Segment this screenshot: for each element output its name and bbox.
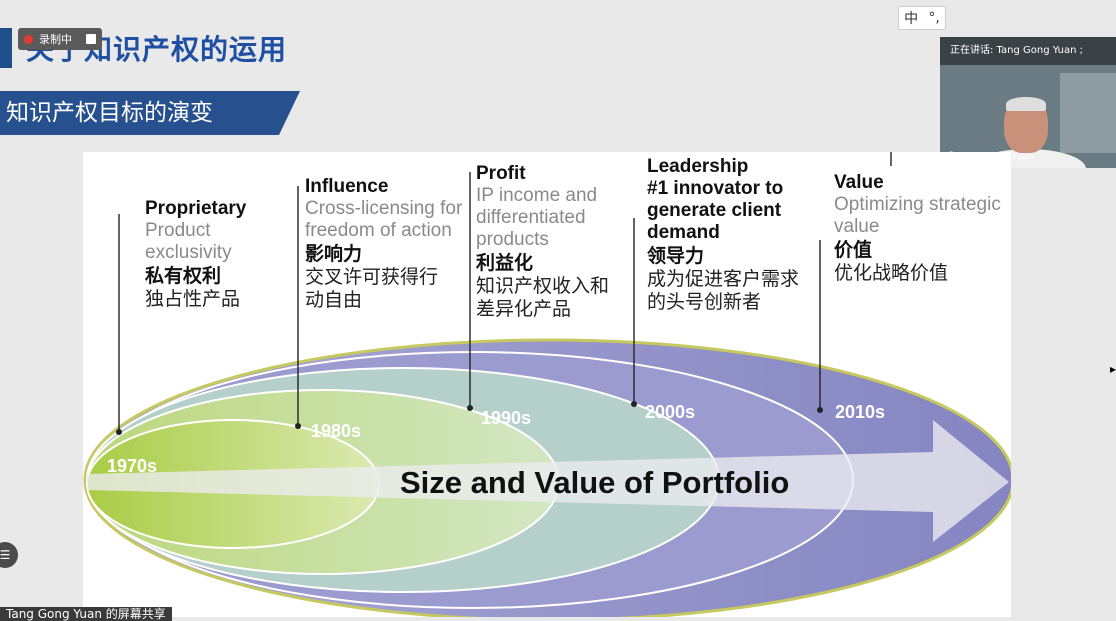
- stage-en-desc: Cross-licensing for freedom of action: [305, 198, 463, 241]
- stage-profit: Profit IP income and differentiated prod…: [476, 163, 628, 321]
- stage-zh-desc: 知识产权收入和差异化产品: [476, 275, 610, 320]
- stage-proprietary: Proprietary Product exclusivity 私有权利 独占性…: [145, 198, 295, 311]
- stage-zh-title: 领导力: [647, 245, 705, 267]
- stage-en-desc: Product exclusivity: [145, 220, 232, 263]
- stage-zh-title: 私有权利: [145, 265, 222, 287]
- decade-label-1990s: 1990s: [481, 408, 531, 428]
- stage-en-title: Profit: [476, 163, 526, 184]
- stage-en-title: Value: [834, 172, 884, 193]
- decade-label-1980s: 1980s: [311, 421, 361, 441]
- portfolio-diagram: 1970s 1980s 1990s 2000s 2010s Size and V…: [83, 152, 1011, 617]
- stage-en-desc: Optimizing strategic value: [834, 194, 1001, 237]
- recording-indicator[interactable]: 录制中: [18, 28, 102, 50]
- stage-influence: Influence Cross-licensing for freedom of…: [305, 176, 467, 312]
- stage-en-bold: #1 innovator to generate client demand: [647, 178, 784, 243]
- stage-zh-title: 利益化: [476, 252, 534, 274]
- screen-share-label: Tang Gong Yuan 的屏幕共享: [0, 607, 172, 621]
- video-background: [1060, 73, 1116, 153]
- stage-en-title: Leadership: [647, 156, 749, 177]
- video-person-hair: [1006, 97, 1046, 111]
- decade-label-2000s: 2000s: [645, 402, 695, 422]
- portfolio-center-label: Size and Value of Portfolio: [400, 465, 789, 500]
- record-dot-icon: [24, 34, 33, 44]
- menu-icon[interactable]: ☰: [0, 542, 18, 568]
- stage-zh-title: 影响力: [305, 243, 363, 265]
- stage-value: Value Optimizing strategic value 价值 优化战略…: [834, 172, 1002, 285]
- stage-zh-desc: 独占性产品: [145, 288, 241, 310]
- portfolio-diagram-svg: 1970s 1980s 1990s 2000s 2010s Size and V…: [83, 152, 1011, 617]
- decade-label-1970s: 1970s: [107, 456, 157, 476]
- decade-label-2010s: 2010s: [835, 402, 885, 422]
- mouse-cursor-icon: ▸: [1110, 362, 1116, 376]
- stage-leadership: Leadership #1 innovator to generate clie…: [647, 156, 819, 314]
- ime-mode[interactable]: 中: [904, 11, 919, 27]
- decade-markers: [116, 401, 823, 435]
- stage-zh-desc: 成为促进客户需求的头号创新者: [647, 268, 800, 313]
- ime-toolbar[interactable]: 中 °,: [898, 6, 946, 30]
- speaker-video[interactable]: 正在讲话: Tang Gong Yuan ; 🎙 Tang Gong Yuan: [940, 37, 1116, 168]
- growth-arrow: [87, 420, 1009, 542]
- stage-en-title: Proprietary: [145, 198, 247, 219]
- stage-en-title: Influence: [305, 176, 389, 197]
- stage-zh-desc: 交叉许可获得行动自由: [305, 266, 439, 311]
- speaking-label: 正在讲话: Tang Gong Yuan ;: [940, 37, 1116, 65]
- stage-en-desc: IP income and differentiated products: [476, 185, 598, 250]
- stage-zh-desc: 优化战略价值: [834, 262, 949, 284]
- leader-lines: [118, 152, 892, 432]
- title-accent-bar: [0, 28, 12, 68]
- slide-subtitle: 知识产权目标的演变: [0, 91, 300, 135]
- recording-label: 录制中: [39, 33, 72, 46]
- ime-punct[interactable]: °,: [928, 10, 940, 26]
- stop-icon[interactable]: [86, 34, 96, 44]
- stage-zh-title: 价值: [834, 239, 873, 261]
